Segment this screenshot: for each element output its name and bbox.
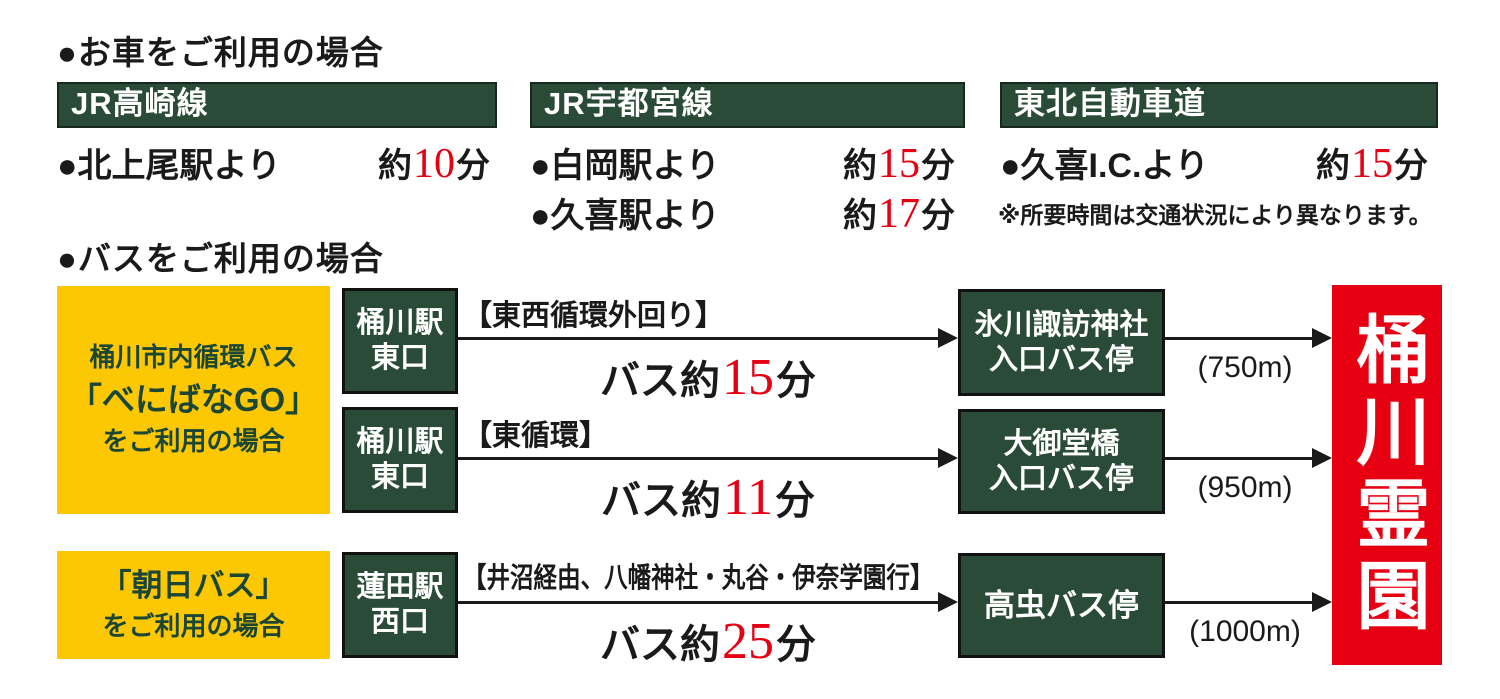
time-label: 約10分 bbox=[378, 138, 490, 187]
station-name: 桶川駅 bbox=[356, 426, 444, 459]
station-name: 桶川駅 bbox=[356, 307, 444, 340]
walk-arrow-line bbox=[1165, 601, 1314, 604]
operator-line: をご利用の場合 bbox=[102, 610, 285, 641]
operator-name: 「朝日バス」 bbox=[100, 568, 287, 604]
operator-box-benibana-go: 桶川市内循環バス 「べにばなGO」 をご利用の場合 bbox=[57, 286, 330, 514]
station-exit: 東口 bbox=[370, 461, 429, 493]
operator-line: をご利用の場合 bbox=[102, 426, 285, 457]
minutes-value: 10 bbox=[413, 141, 455, 187]
bus-stop-box-takamushi: 高虫バス停 bbox=[958, 553, 1165, 658]
route-name-inuma-inagakuen: 【井沼経由、八幡神社・丸谷・伊奈学園行】 bbox=[463, 562, 934, 593]
station-label: ●北上尾駅より bbox=[57, 147, 281, 185]
minute-unit: 分 bbox=[776, 623, 816, 667]
walk-arrowhead-icon bbox=[1312, 328, 1332, 348]
operator-name: 「べにばなGO」 bbox=[68, 380, 319, 418]
bus-duration: バス約25分 bbox=[458, 612, 958, 670]
line-header-jr-utsunomiya: JR宇都宮線 bbox=[530, 82, 965, 128]
minutes-value: 11 bbox=[722, 469, 774, 526]
minutes-value: 25 bbox=[722, 613, 774, 670]
route-arrowhead-icon bbox=[938, 592, 958, 612]
operator-box-asahi-bus: 「朝日バス」 をご利用の場合 bbox=[57, 551, 330, 659]
bus-stop-box-hikawa-suwa: 氷川諏訪神社 入口バス停 bbox=[958, 289, 1165, 396]
approx-text: 約 bbox=[1316, 147, 1350, 185]
walk-arrowhead-icon bbox=[1312, 592, 1332, 612]
car-route-kitaageo: ●北上尾駅より 約10分 bbox=[57, 138, 490, 187]
route-name-tozai-loop: 【東西循環外回り】 bbox=[463, 300, 725, 332]
operator-line: 桶川市内循環バス bbox=[89, 342, 298, 373]
line-header-tohoku-expressway: 東北自動車道 bbox=[1000, 82, 1438, 128]
station-box-okegawa-east-2: 桶川駅 東口 bbox=[342, 407, 458, 513]
car-route-kuki-ic: ●久喜I.C.より 約15分 bbox=[1000, 138, 1428, 187]
route-arrowhead-icon bbox=[938, 328, 958, 348]
approx-text: 約 bbox=[378, 147, 412, 185]
bus-duration: バス約11分 bbox=[458, 468, 958, 526]
minutes-value: 15 bbox=[1351, 141, 1393, 187]
minute-unit: 分 bbox=[775, 479, 816, 523]
walk-arrowhead-icon bbox=[1312, 448, 1332, 468]
walk-arrow-line bbox=[1165, 337, 1314, 340]
walk-distance: (950m) bbox=[1197, 471, 1293, 504]
car-route-shiraoka: ●白岡駅より 約15分 bbox=[530, 138, 955, 187]
bus-approx-text: バス約 bbox=[600, 623, 720, 667]
destination-box: 桶川霊園 bbox=[1332, 285, 1442, 665]
line-header-jr-takasaki: JR高崎線 bbox=[57, 82, 497, 128]
route-name-east-loop: 【東循環】 bbox=[463, 420, 609, 452]
car-route-kuki: ●久喜駅より 約17分 bbox=[530, 188, 955, 237]
station-label: ●久喜I.C.より bbox=[1000, 147, 1209, 185]
route-arrow-line bbox=[458, 457, 940, 460]
station-box-okegawa-east-1: 桶川駅 東口 bbox=[342, 288, 458, 394]
travel-time-note: ※所要時間は交通状況により異なります。 bbox=[998, 202, 1432, 228]
bus-stop-name: 入口バス停 bbox=[988, 462, 1134, 495]
minute-unit: 分 bbox=[1394, 147, 1428, 185]
station-name: 蓮田駅 bbox=[356, 571, 444, 604]
time-label: 約15分 bbox=[843, 138, 955, 187]
bus-duration: バス約15分 bbox=[458, 348, 958, 406]
station-box-hasuda-west: 蓮田駅 西口 bbox=[342, 552, 458, 658]
route-arrow-line bbox=[458, 337, 940, 340]
bus-stop-name: 入口バス停 bbox=[988, 343, 1134, 376]
approx-text: 約 bbox=[843, 147, 877, 185]
station-label: ●久喜駅より bbox=[530, 197, 720, 235]
route-arrow-line bbox=[458, 601, 940, 604]
minute-unit: 分 bbox=[776, 359, 816, 403]
minutes-value: 17 bbox=[878, 191, 920, 237]
car-section-title: ●お車をご利用の場合 bbox=[57, 34, 384, 71]
bus-section-title: ●バスをご利用の場合 bbox=[57, 240, 384, 277]
minute-unit: 分 bbox=[921, 197, 955, 235]
time-label: 約17分 bbox=[843, 188, 955, 237]
bus-approx-text: バス約 bbox=[600, 359, 720, 403]
minutes-value: 15 bbox=[878, 141, 920, 187]
walk-distance: (1000m) bbox=[1189, 615, 1301, 648]
minutes-value: 15 bbox=[722, 349, 774, 406]
approx-text: 約 bbox=[843, 197, 877, 235]
minute-unit: 分 bbox=[921, 147, 955, 185]
route-arrowhead-icon bbox=[938, 448, 958, 468]
station-exit: 西口 bbox=[370, 606, 429, 638]
bus-approx-text: バス約 bbox=[600, 479, 721, 523]
station-label: ●白岡駅より bbox=[530, 147, 720, 185]
bus-stop-name: 氷川諏訪神社 bbox=[974, 308, 1149, 341]
walk-distance: (750m) bbox=[1197, 351, 1293, 384]
walk-arrow-line bbox=[1165, 457, 1314, 460]
bus-stop-name: 高虫バス停 bbox=[984, 587, 1139, 623]
bus-stop-box-omidobashi: 大御堂橋 入口バス停 bbox=[958, 409, 1165, 514]
destination-label: 桶川霊園 bbox=[1346, 311, 1429, 639]
station-exit: 東口 bbox=[370, 342, 429, 374]
bus-stop-name: 大御堂橋 bbox=[1003, 427, 1120, 460]
minute-unit: 分 bbox=[456, 147, 490, 185]
time-label: 約15分 bbox=[1316, 138, 1428, 187]
